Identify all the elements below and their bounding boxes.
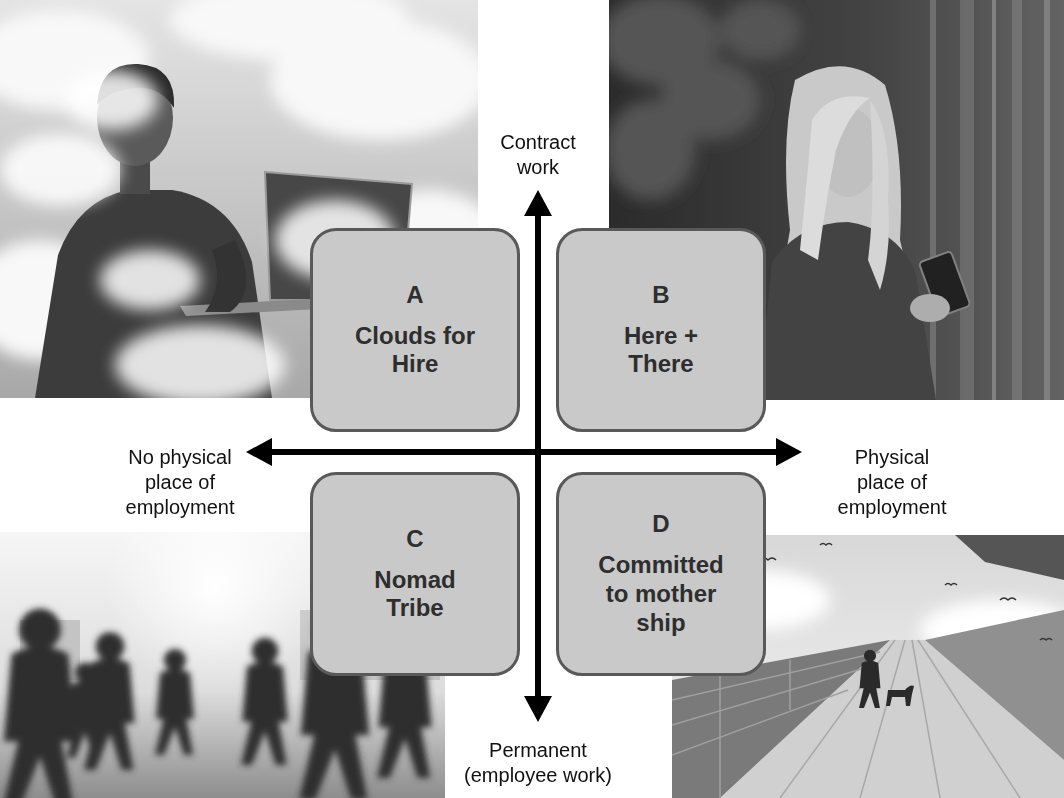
axis-arrowhead <box>524 190 552 216</box>
axis-arrowhead <box>246 438 272 466</box>
quadrant-letter: A <box>406 281 423 310</box>
axis-arrowhead <box>524 696 552 722</box>
quadrant-box: A Clouds for Hire <box>310 228 520 432</box>
axis-label: Permanent (employee work) <box>458 738 618 788</box>
quadrant-box: B Here + There <box>556 228 766 432</box>
quadrant-letter: B <box>652 281 669 310</box>
horizontal-axis <box>266 449 782 455</box>
axis-label: Contract work <box>488 130 588 180</box>
quadrant-name: Committed to mother ship <box>594 551 729 637</box>
vertical-axis <box>535 210 541 702</box>
quadrant-box: D Committed to mother ship <box>556 472 766 676</box>
axis-label: No physical place of employment <box>120 445 240 520</box>
quadrant-letter: D <box>652 510 669 539</box>
axis-label: Physical place of employment <box>832 445 952 520</box>
quadrant-name: Clouds for Hire <box>348 322 483 380</box>
quadrant-box: C Nomad Tribe <box>310 472 520 676</box>
quadrant-name: Here + There <box>594 322 729 380</box>
cloud-man-photo <box>0 0 478 398</box>
quadrant-name: Nomad Tribe <box>348 566 483 624</box>
axis-arrowhead <box>776 438 802 466</box>
quadrant-letter: C <box>406 525 423 554</box>
